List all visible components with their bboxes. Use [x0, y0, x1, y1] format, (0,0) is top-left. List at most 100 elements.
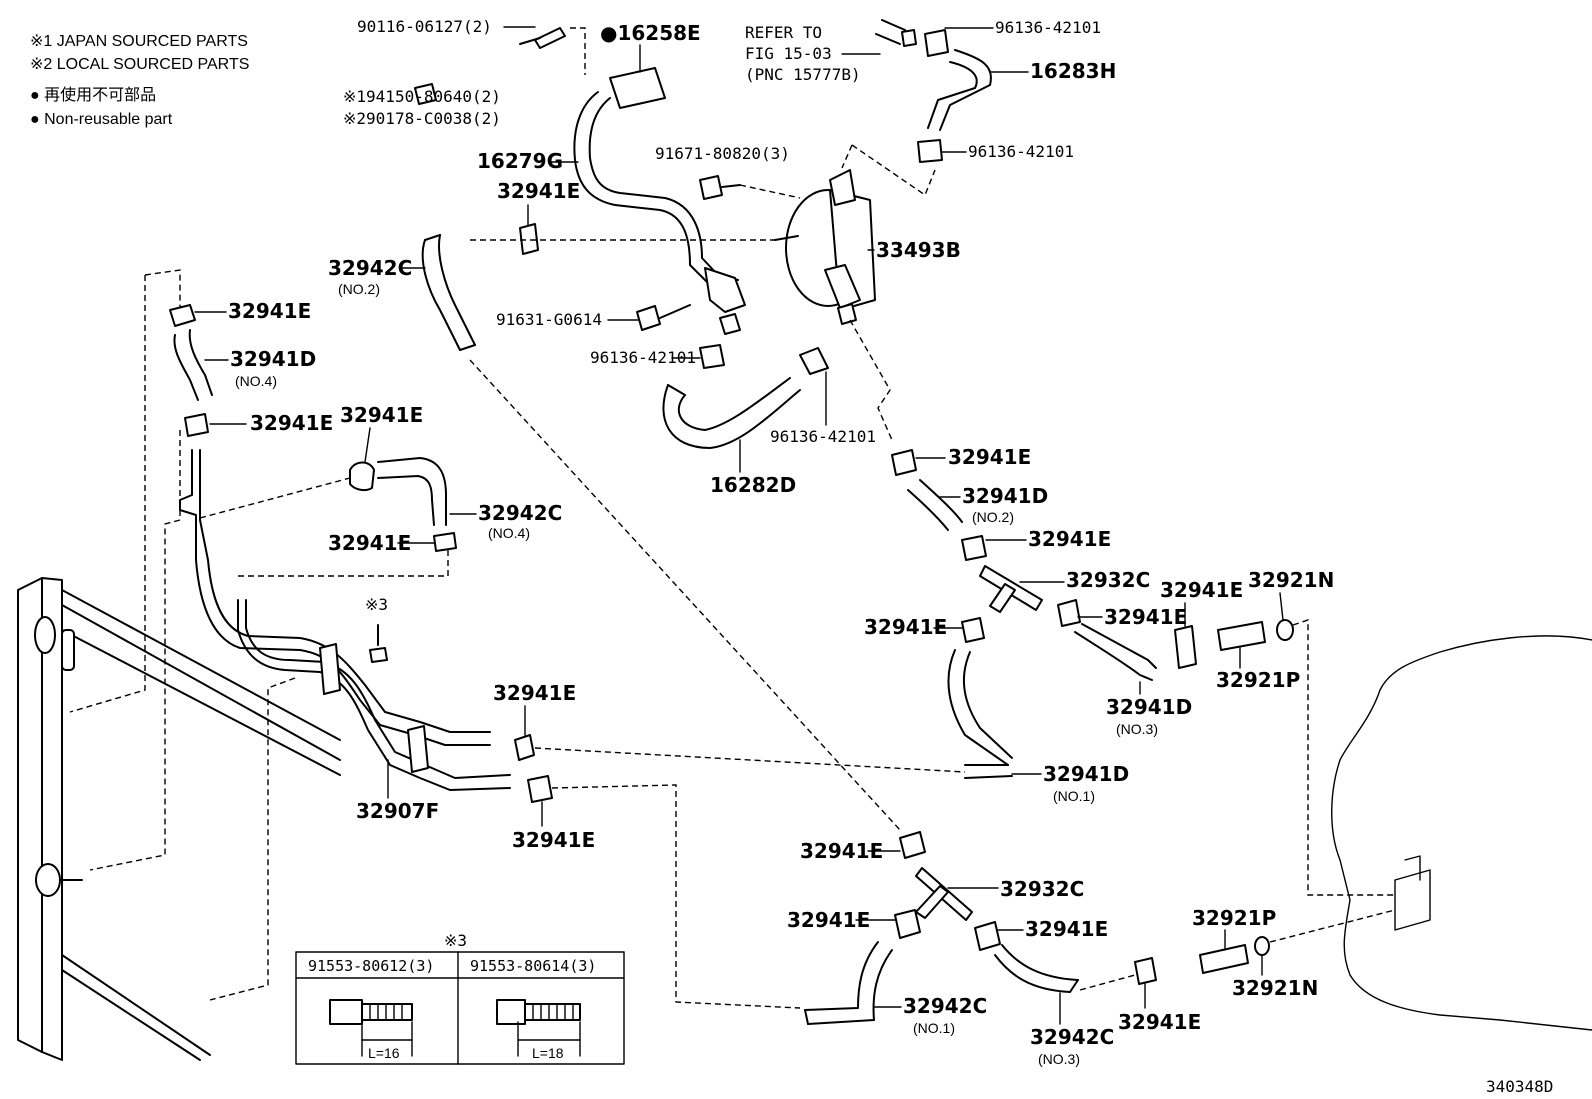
bolt-91671 — [699, 175, 723, 200]
note-non-reusable-jp: ● 再使用不可部品 — [30, 86, 156, 104]
label-32941E-b3: 32941E — [1025, 917, 1108, 941]
sub-32942C-no1: (NO.1) — [913, 1020, 955, 1036]
label-32921P-b: 32921P — [1192, 906, 1276, 930]
dash-right-2 — [1292, 619, 1395, 896]
bolt-91553-80612-illustration — [329, 999, 413, 1057]
table-col1-header: 91553-80612(3) — [308, 957, 434, 975]
hose-32942C-no3 — [994, 944, 1079, 993]
legend-notes: ※1 JAPAN SOURCED PARTS ※2 LOCAL SOURCED … — [30, 33, 249, 128]
label-32941D-no2: 32941D — [962, 484, 1048, 508]
hose-32941D-no1 — [947, 649, 1013, 779]
clamp-32941E-top — [519, 223, 539, 255]
figure-id: 340348D — [1486, 1077, 1553, 1096]
connector-32921P-a — [1217, 619, 1294, 651]
sub-32941D-no4: (NO.4) — [235, 373, 277, 389]
label-91631: 91631-G0614 — [496, 310, 602, 329]
connector-32921P-b — [1199, 936, 1270, 974]
label-32941E-r1: 32941E — [948, 445, 1031, 469]
label-32942C-no1: 32942C — [903, 994, 987, 1018]
hose-16283H — [875, 19, 992, 163]
label-16279G: 16279G — [477, 149, 563, 173]
label-32941E-b4: 32941E — [1118, 1010, 1201, 1034]
table-len1: L=16 — [368, 1045, 400, 1061]
label-32941E-r5: 32941E — [1160, 578, 1243, 602]
sub-32941D-no2: (NO.2) — [972, 509, 1014, 525]
dash-top-1 — [570, 27, 586, 75]
refer-line1: REFER TO — [745, 23, 822, 42]
clamp-32941E-r4 — [1057, 599, 1081, 627]
label-94150: ※194150-80640(2) — [343, 87, 501, 106]
hose-32941D-no4 — [169, 304, 213, 437]
label-32932C-a: 32932C — [1066, 568, 1150, 592]
bolt-91631 — [636, 305, 661, 331]
clamp-32941E-b2 — [894, 909, 921, 939]
clamp-96136-c — [699, 344, 725, 369]
hose-32942C-no2 — [421, 234, 476, 351]
label-32941D-no4: 32941D — [230, 347, 316, 371]
label-16282D: 16282D — [710, 473, 796, 497]
label-32921N-b: 32921N — [1232, 976, 1318, 1000]
hose-16282D — [662, 347, 829, 449]
label-16258E: ●16258E — [600, 21, 701, 45]
bolt-table: ※3 91553-80612(3) 91553-80614(3) L=16 L=… — [295, 931, 625, 1065]
label-32932C-b: 32932C — [1000, 877, 1084, 901]
dash-mid-2 — [551, 784, 801, 1009]
label-32941E-r2: 32941E — [1028, 527, 1111, 551]
label-33493B: 33493B — [876, 238, 961, 262]
label-96136-b: 96136-42101 — [968, 142, 1074, 161]
label-32942C-no3: 32942C — [1030, 1025, 1114, 1049]
refer-line3: (PNC 15777B) — [745, 65, 861, 84]
hose-32941D-no3 — [1074, 623, 1157, 681]
label-32941E-m1: 32941E — [493, 681, 576, 705]
label-32941D-no3: 32941D — [1106, 695, 1192, 719]
clamp-32941E-b4 — [1134, 957, 1157, 985]
note-local-sourced: ※2 LOCAL SOURCED PARTS — [30, 56, 249, 73]
label-32941D-no1: 32941D — [1043, 762, 1129, 786]
label-ref3: ※3 — [365, 595, 388, 614]
dash-left-1 — [144, 269, 181, 310]
table-len2: L=18 — [532, 1045, 564, 1061]
label-96136-d: 96136-42101 — [770, 427, 876, 446]
clamp-32941E-r1 — [891, 449, 917, 476]
dash-bottom-1 — [1079, 974, 1136, 991]
hose-32942C-no4 — [349, 457, 457, 552]
label-32941E-m2: 32941E — [512, 828, 595, 852]
label-32941E-top: 32941E — [497, 179, 580, 203]
table-mark: ※3 — [444, 931, 467, 950]
bolt-91553-80614-illustration — [496, 999, 581, 1057]
refer-line2: FIG 15-03 — [745, 44, 832, 63]
dash-right-1 — [849, 319, 893, 441]
clamp-32941E-r5 — [1174, 625, 1197, 669]
label-32941E-l3: 32941E — [340, 403, 423, 427]
clamp-32941E-b3 — [974, 921, 1001, 951]
sub-32941D-no3: (NO.3) — [1116, 721, 1158, 737]
note-non-reusable-en: ● Non-reusable part — [30, 111, 173, 128]
label-16283H: 16283H — [1030, 59, 1116, 83]
joint-32932C-b — [915, 867, 973, 921]
dash-left-6 — [199, 477, 351, 519]
label-32907F: 32907F — [356, 799, 439, 823]
label-96136-c: 96136-42101 — [590, 348, 696, 367]
dash-top-3 — [739, 184, 801, 199]
dash-left-4 — [209, 677, 296, 1001]
clamp-32941E-b1 — [899, 831, 926, 859]
dash-long-diag — [469, 359, 901, 831]
dash-bottom-2 — [1269, 909, 1396, 943]
hose-32942C-no1 — [804, 941, 893, 1025]
dash-left-5 — [238, 550, 449, 577]
dash-top-4 — [841, 144, 853, 169]
stud-bolt-90116 — [519, 27, 566, 49]
callout-labels: 90116-06127(2) ●16258E ※194150-80640(2) … — [194, 17, 1334, 1067]
label-32921P-a: 32921P — [1216, 668, 1300, 692]
nut-94150 — [414, 83, 437, 105]
label-32941E-l2: 32941E — [250, 411, 333, 435]
pipe-16279G — [573, 67, 746, 335]
sub-32942C-no2: (NO.2) — [338, 281, 380, 297]
tank-33493B — [774, 169, 876, 325]
sub-32941D-no1: (NO.1) — [1053, 788, 1095, 804]
label-90178: ※290178-C0038(2) — [343, 109, 501, 128]
clamp-32941E-m1 — [514, 734, 535, 761]
label-32942C-no2: 32942C — [328, 256, 412, 280]
transmission-outline — [1331, 635, 1592, 1031]
